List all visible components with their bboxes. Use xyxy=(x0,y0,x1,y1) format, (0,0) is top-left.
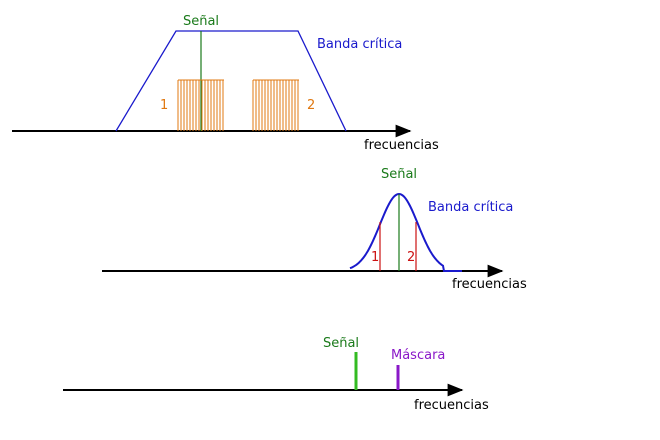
critical-band-curve xyxy=(349,192,462,272)
panel-bottom: Señal Máscara frecuencias xyxy=(63,336,489,413)
band-2-label: 2 xyxy=(307,98,315,113)
axis-label: frecuencias xyxy=(414,398,489,413)
axis-label: frecuencias xyxy=(364,138,439,153)
panel-top: Señal Banda crítica 1 2 frecuencias xyxy=(12,14,439,153)
signal-label: Señal xyxy=(381,167,417,182)
critical-band-label: Banda crítica xyxy=(317,37,402,52)
band-1-label: 1 xyxy=(160,98,168,113)
noise-band-1 xyxy=(177,79,224,131)
axis-label: frecuencias xyxy=(452,277,527,292)
band-1-label: 1 xyxy=(371,250,379,265)
critical-band-trapezoid xyxy=(115,30,347,132)
noise-band-2 xyxy=(252,79,299,131)
signal-label: Señal xyxy=(323,336,359,351)
signal-label: Señal xyxy=(183,14,219,29)
band-2-label: 2 xyxy=(407,250,415,265)
masker-label: Máscara xyxy=(391,348,445,363)
panel-middle: Señal Banda crítica 1 2 frecuencias xyxy=(102,167,527,292)
critical-band-label: Banda crítica xyxy=(428,200,513,215)
